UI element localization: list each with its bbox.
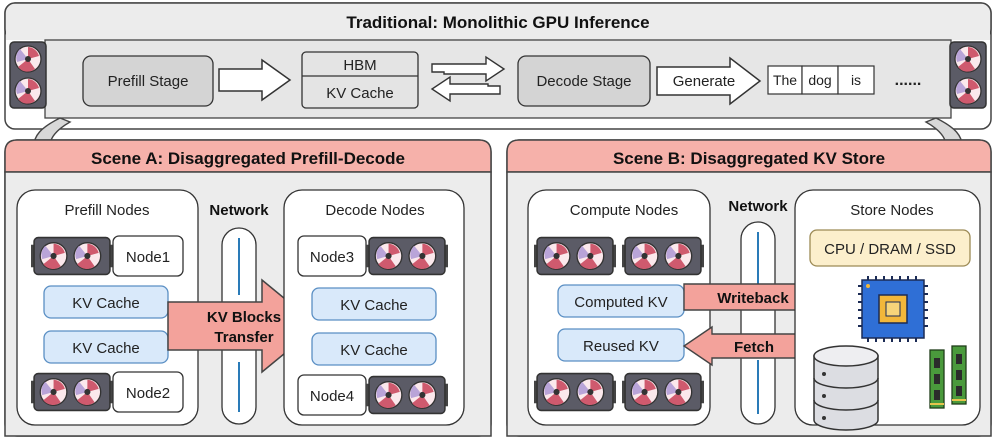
hbm-label: HBM (343, 57, 376, 74)
gpu-card-icon (9, 41, 47, 109)
decode-stage-label: Decode Stage (536, 73, 631, 90)
scene-b-network-bar (740, 221, 776, 425)
database-icon (813, 345, 879, 431)
reused-kv-label: Reused KV (583, 338, 659, 355)
gpu-card-icon (534, 372, 616, 412)
token-dog: dog (808, 72, 831, 88)
ram-module-icon (929, 345, 967, 409)
fetch-arrow (682, 325, 811, 367)
gpu-card-icon (949, 41, 987, 109)
gpu-card-icon (534, 236, 616, 276)
monolithic-panel: Traditional: Monolithic GPU Inference Pr… (4, 2, 992, 130)
generate-arrow (656, 56, 762, 106)
token-ellipsis: ...... (895, 72, 922, 89)
node2-label-box (112, 371, 184, 413)
node3-label: Node3 (310, 249, 354, 266)
prefill-to-hbm-arrow (218, 58, 292, 102)
store-nodes-label: Store Nodes (850, 202, 933, 219)
monolithic-title: Traditional: Monolithic GPU Inference (346, 13, 649, 32)
hbm-box (301, 51, 419, 109)
decode-kv-cache-2-label: KV Cache (340, 342, 408, 359)
decode-nodes-label: Decode Nodes (325, 202, 424, 219)
writeback-label: Writeback (717, 290, 789, 307)
gpu-card-icon (622, 372, 704, 412)
scene-b-panel: Scene B: Disaggregated KV Store Compute … (506, 139, 992, 437)
decode-kv-cache-2 (311, 332, 437, 366)
storage-types-box (809, 229, 971, 267)
node1-label: Node1 (126, 249, 170, 266)
node2-label: Node2 (126, 385, 170, 402)
token-is: is (851, 72, 861, 88)
decode-stage-box (517, 55, 651, 107)
gpu-card-icon (31, 372, 113, 412)
computed-kv-label: Computed KV (574, 294, 667, 311)
scene-a-network-label: Network (209, 202, 269, 219)
reused-kv-box (557, 328, 685, 362)
scene-a-panel: Scene A: Disaggregated Prefill-Decode Pr… (4, 139, 492, 437)
decode-kv-cache-1 (311, 287, 437, 321)
prefill-kv-cache-1-label: KV Cache (72, 295, 140, 312)
generate-label: Generate (673, 73, 736, 90)
cpu-chip-icon (858, 276, 928, 342)
prefill-nodes-label: Prefill Nodes (64, 202, 149, 219)
token-the: The (773, 72, 797, 88)
token-box-is (837, 65, 875, 95)
exchange-arrow-bottom (430, 75, 501, 103)
hbm-kv-cache-label: KV Cache (326, 85, 394, 102)
decode-kv-cache-1-label: KV Cache (340, 297, 408, 314)
scene-b-network-label: Network (728, 198, 788, 215)
prefill-stage-label: Prefill Stage (108, 73, 189, 90)
transfer-label-line1: KV Blocks (207, 309, 281, 326)
gpu-card-icon (622, 236, 704, 276)
node1-label-box (112, 235, 184, 277)
gpu-card-icon (366, 236, 448, 276)
prefill-kv-cache-2-label: KV Cache (72, 340, 140, 357)
gpu-card-icon (31, 236, 113, 276)
node4-label: Node4 (310, 388, 354, 405)
transfer-label-line2: Transfer (214, 329, 273, 346)
storage-types-label: CPU / DRAM / SSD (824, 241, 956, 258)
scene-b-title: Scene B: Disaggregated KV Store (613, 149, 885, 168)
prefill-stage-box (82, 55, 214, 107)
gpu-card-icon (366, 375, 448, 415)
scene-a-title: Scene A: Disaggregated Prefill-Decode (91, 149, 405, 168)
compute-nodes-label: Compute Nodes (570, 202, 678, 219)
fetch-label: Fetch (734, 339, 774, 356)
exchange-arrow-top (431, 55, 506, 83)
